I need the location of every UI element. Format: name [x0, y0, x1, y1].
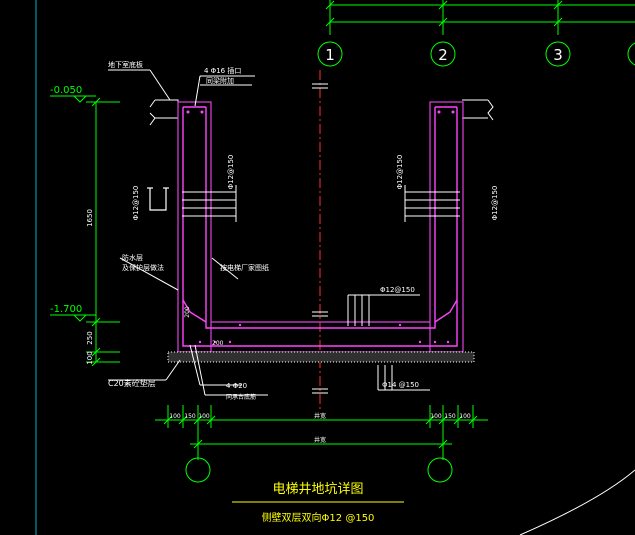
waterproof-label-1: 防水层 — [122, 253, 143, 262]
basement-floor-label: 地下室底板 — [108, 60, 143, 69]
drawing-title: 电梯井地坑详图 — [272, 482, 363, 497]
axis-label-3: 3 — [553, 46, 563, 64]
elevator-note-label: 按电梯厂家图纸 — [220, 263, 269, 272]
dim-height-slab: 250 — [86, 331, 94, 344]
basement-floor-left — [149, 99, 179, 126]
axis-grid-top — [325, 0, 635, 35]
dim-pit-width-outer: 井宽 — [314, 436, 326, 444]
top-bar-label-2: 同梁附加 — [206, 76, 234, 85]
cushion-layer — [167, 351, 475, 363]
slab-top-bar-label: Φ12@150 — [380, 286, 415, 294]
dim-bottom-left-2: 150 — [184, 413, 196, 420]
annotation-leaders — [108, 69, 268, 396]
dim-bottom-right-1: 100 — [430, 413, 442, 420]
dim-pit-width-inner: 井宽 — [314, 412, 326, 420]
cushion-label: C20素砼垫层 — [108, 378, 156, 388]
bottom-axis-bubble-left — [185, 457, 211, 483]
slab-bottom-bar-label: Φ14 @150 — [382, 381, 419, 389]
bottom-bar-label: 4 Φ20 — [226, 382, 247, 390]
basement-floor-right — [462, 99, 494, 121]
hbar-leaders-left — [182, 185, 237, 222]
corner-dim-horizontal: 200 — [212, 340, 224, 347]
frame-curve-right — [519, 469, 635, 535]
right-vbar-label: Φ12@150 — [396, 155, 404, 190]
right-hbar-label: Φ12@150 — [491, 186, 499, 221]
axis-bubble-3: 3 — [545, 41, 571, 67]
axis-label-2: 2 — [438, 46, 448, 64]
bottom-axis-bubble-right — [427, 457, 453, 483]
waterproof-label-2: 及保护层做法 — [122, 263, 164, 272]
axis-label-1: 1 — [325, 46, 335, 64]
left-vbar-label: Φ12@150 — [227, 155, 235, 190]
drawing-subtitle: 侧壁双层双向Φ12 @150 — [262, 511, 375, 524]
top-bar-label: 4 Φ16 插口 — [204, 66, 241, 75]
axis-bubble-1: 1 — [317, 41, 343, 67]
elev-top-label: -0.050 — [50, 85, 82, 96]
dim-chain-left — [50, 95, 120, 367]
corner-dim-vertical: 200 — [184, 306, 191, 318]
bottom-bar-label-2: 同承台底筋 — [226, 393, 256, 401]
dim-bottom-right-2: 150 — [444, 413, 456, 420]
stirrup-symbol-left — [147, 187, 169, 211]
hbar-leaders-right — [404, 185, 460, 222]
left-hbar-label: Φ12@150 — [132, 186, 140, 221]
dim-bottom-right-3: 100 — [459, 413, 471, 420]
dim-bottom-left-1: 100 — [169, 413, 181, 420]
rebar-dots — [186, 110, 455, 344]
break-marks — [312, 83, 328, 394]
slab-bar-leaders — [347, 294, 430, 391]
dim-bottom-left-3: 100 — [198, 413, 210, 420]
elev-bottom-label: -1.700 — [50, 304, 82, 315]
axis-bubble-partial — [627, 42, 635, 66]
rebar-cage — [182, 106, 458, 347]
axis-bubble-2: 2 — [430, 41, 456, 67]
dim-height-cushion: 100 — [86, 351, 94, 364]
dim-height-main: 1650 — [86, 209, 94, 227]
